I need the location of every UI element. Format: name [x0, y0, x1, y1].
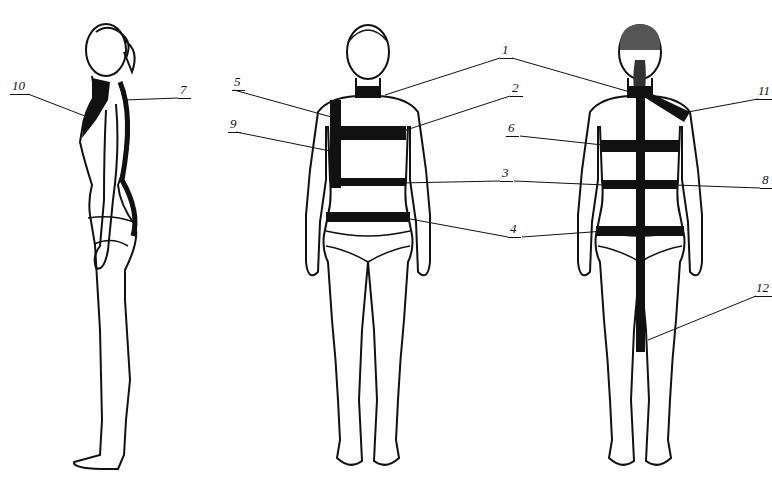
leader-line	[675, 185, 760, 188]
leader-line	[522, 231, 605, 237]
leader-line	[28, 94, 90, 118]
side-figure	[74, 24, 136, 469]
measure-band	[82, 78, 110, 138]
hair	[348, 30, 388, 42]
leader-line	[236, 132, 335, 152]
measure-band	[330, 178, 406, 186]
leader-line	[234, 90, 335, 118]
callout-number: 8	[760, 173, 772, 189]
leader-line	[400, 181, 500, 183]
measure-band	[330, 100, 341, 188]
callout-number: 10	[10, 79, 29, 95]
callout-number: 3	[500, 166, 513, 182]
callout-number: 12	[754, 281, 772, 297]
body-outline	[306, 25, 430, 465]
leader-line	[385, 58, 500, 95]
callout-number: 2	[510, 81, 523, 97]
leader-line	[512, 58, 630, 92]
leader-line	[400, 96, 510, 132]
front-figure	[306, 25, 430, 465]
callout-number: 11	[756, 84, 772, 100]
callout-number: 6	[506, 121, 519, 137]
side-outline	[74, 76, 136, 469]
hair	[96, 28, 135, 72]
leader-lines	[28, 58, 760, 340]
measure-band	[636, 92, 645, 352]
leader-line	[520, 136, 612, 146]
callout-number: 7	[178, 83, 191, 99]
body-outline	[578, 25, 702, 465]
leader-line	[124, 98, 178, 100]
arm	[95, 104, 118, 269]
callout-number: 5	[232, 75, 245, 91]
hair	[620, 24, 660, 50]
measure-band	[330, 126, 406, 140]
measure-band	[326, 212, 410, 222]
callout-number: 4	[508, 222, 521, 238]
callout-number: 9	[228, 117, 241, 133]
leader-line	[688, 99, 758, 112]
leader-line	[648, 296, 756, 340]
measure-band	[355, 86, 381, 98]
leader-line	[405, 218, 508, 237]
underwear-line	[88, 217, 134, 246]
callout-number: 1	[500, 43, 513, 59]
measure-band	[120, 82, 135, 236]
back-figure	[578, 24, 702, 465]
leader-line	[514, 181, 605, 185]
